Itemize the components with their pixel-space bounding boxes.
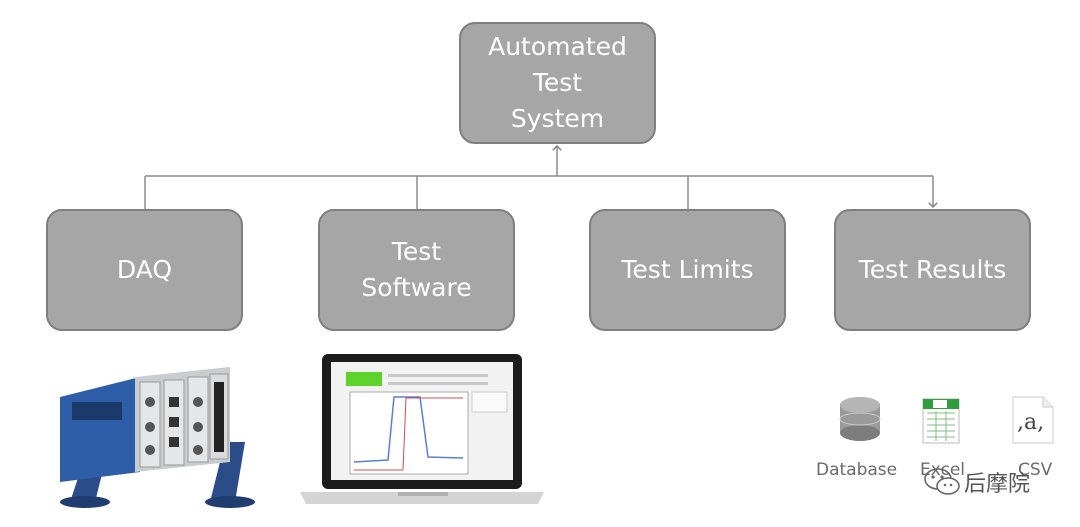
automated-test-system-box: Automated Test System [459,22,656,144]
csv-label: CSV [1018,460,1053,480]
daq-box: DAQ [46,209,243,331]
excel-icon [922,398,960,444]
test-results-box: Test Results [834,209,1031,331]
daq-chassis-image [60,367,255,508]
database-label: Database [816,460,898,480]
watermark-text: 后摩院 [964,472,1031,497]
wechat-icon [924,468,960,495]
laptop-software-image [300,354,544,504]
test-software-box: Test Software [318,209,515,331]
csv-icon: ,a, [1012,396,1054,444]
test-limits-box: Test Limits [589,209,786,331]
svg-text:,a,: ,a, [1017,410,1044,435]
database-icon [839,397,881,441]
